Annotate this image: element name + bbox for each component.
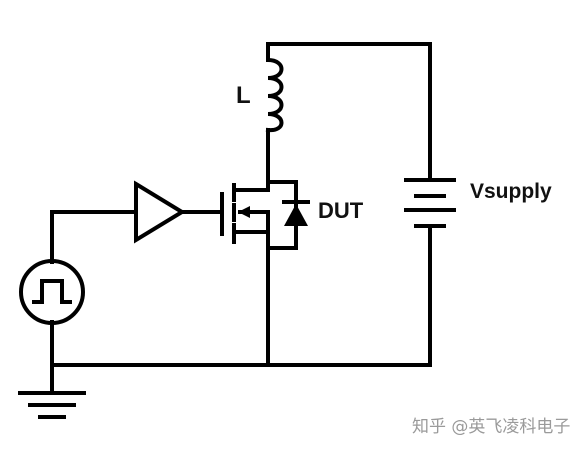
signal-wire: [50, 210, 138, 264]
pulse-generator-icon: [19, 259, 85, 325]
wires: [50, 42, 432, 392]
watermark: 知乎 @英飞凌科电子: [412, 417, 571, 437]
diode-icon: [266, 180, 310, 250]
inductor-label: L: [236, 82, 251, 109]
buffer-amplifier-icon: [134, 180, 186, 244]
ground-icon: [18, 391, 86, 419]
mosfet-icon: [220, 183, 270, 244]
inductor-icon: [265, 57, 284, 133]
top-wire: [266, 42, 432, 180]
battery-icon: [404, 178, 456, 228]
vsupply-label: Vsupply: [470, 180, 552, 203]
dut-label: DUT: [318, 198, 364, 223]
